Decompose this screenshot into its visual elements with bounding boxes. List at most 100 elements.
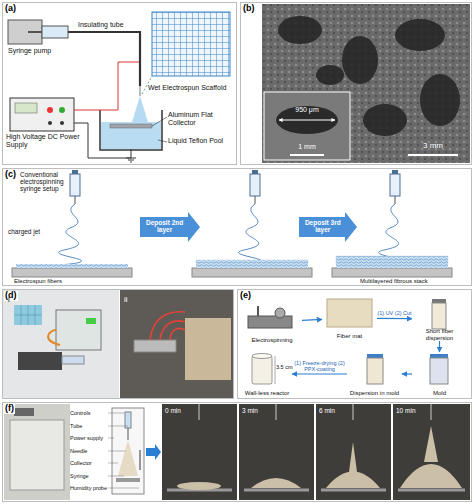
illustration-part — [56, 310, 101, 350]
label-text: Wet Electrospun Scaffold — [148, 84, 234, 92]
edge-label: (1) UV (2) Cut — [377, 310, 412, 316]
illustration-part — [28, 31, 42, 33]
illustration-part — [18, 352, 62, 370]
label-text: Syringe — [70, 473, 110, 479]
illustration-part — [395, 19, 445, 51]
panel-letter: (e) — [239, 291, 252, 301]
label-text: Electrospun fibers — [14, 278, 104, 285]
figure-panel: (c)Deposit 2nd layerDeposit 3rd layer — [2, 168, 472, 286]
illustration-part — [108, 413, 139, 488]
illustration-part — [264, 92, 350, 160]
label-text: 0 min — [165, 407, 199, 414]
panel-f-art — [4, 404, 470, 500]
illustration-part — [196, 264, 308, 268]
illustration-part — [120, 290, 233, 398]
block-arrow: Deposit 2nd layer — [140, 212, 200, 242]
illustration-part — [126, 158, 136, 162]
illustration-part — [379, 170, 402, 265]
panel-letter: (d) — [4, 291, 18, 301]
illustration-part — [3, 290, 119, 398]
illustration-part — [400, 426, 462, 488]
label-text: 3 min — [242, 407, 276, 414]
label-text: 950 μm — [282, 106, 332, 114]
panel-letter: (b) — [242, 4, 256, 14]
label-text: Insulating tube — [78, 21, 138, 29]
illustration-part — [430, 354, 448, 358]
step-caption: Wall-less reactor — [242, 390, 292, 396]
step-caption: Dispersion in mold — [347, 390, 402, 396]
illustration-part — [257, 306, 259, 316]
illustration-part — [62, 356, 84, 364]
illustration-part — [152, 117, 167, 142]
illustration-part — [128, 428, 129, 440]
illustration-part — [14, 305, 42, 325]
label-text: Needle — [70, 448, 110, 454]
figure-panel: (e) Electrospinning Fiber mat Short fiber d… — [237, 289, 472, 399]
illustration-part — [110, 124, 152, 128]
illustration-part — [276, 106, 338, 134]
illustration-part — [252, 356, 272, 384]
label-text: Multilayered fibrous stack — [360, 278, 460, 285]
illustration-part — [336, 260, 448, 264]
illustration-part — [290, 154, 324, 156]
illustration-part — [432, 299, 446, 303]
illustration-part — [430, 358, 448, 384]
illustration-part — [367, 358, 383, 384]
label-text: Power supply — [70, 435, 110, 441]
illustration-part — [86, 318, 96, 324]
illustration-part — [192, 268, 312, 277]
illustration-part — [48, 121, 52, 125]
arrow-body — [140, 212, 200, 242]
illustration-part — [275, 308, 285, 318]
illustration-part — [248, 316, 292, 328]
illustration-part — [60, 121, 64, 125]
label-text: Controls — [70, 410, 110, 416]
process-step: Electrospinning — [242, 301, 302, 343]
step-caption: Mold — [412, 390, 467, 396]
illustration-part — [100, 110, 162, 150]
illustration-part — [15, 103, 37, 113]
illustration-part — [150, 312, 185, 340]
illustration-part — [336, 264, 448, 268]
label-text: charged jet — [8, 228, 58, 235]
illustration-part — [47, 107, 53, 113]
illustration-part — [12, 268, 132, 277]
panel-d-art — [3, 290, 233, 398]
illustration-part — [262, 4, 470, 163]
edge-label: (1) Freeze-drying (2) PPX-coating — [292, 360, 347, 372]
flow-arrow — [292, 373, 347, 374]
illustration-part — [59, 107, 65, 113]
label-text: Liquid Teflon Pool — [168, 137, 234, 145]
step-caption: Electrospinning — [242, 337, 302, 343]
illustration-part — [432, 303, 446, 329]
illustration-part — [10, 98, 74, 131]
label-text: Aluminum Flat Collector — [168, 111, 234, 126]
illustration-part — [367, 354, 383, 358]
illustration-part — [101, 122, 161, 149]
illustration-part — [279, 120, 335, 121]
illustration-part — [326, 442, 380, 488]
illustration-part — [152, 12, 230, 76]
panel-letter: (f) — [4, 404, 15, 414]
illustration-part — [177, 482, 221, 490]
illustration-part — [125, 412, 131, 428]
arrow-body — [299, 212, 357, 242]
illustration-part — [363, 104, 407, 136]
illustration-part — [408, 154, 458, 156]
illustration-part — [336, 256, 448, 260]
process-step: Fiber mat — [322, 297, 377, 339]
illustration-part — [116, 478, 140, 482]
label-text: i — [8, 296, 20, 305]
illustration-part — [239, 170, 262, 265]
illustration-part — [196, 260, 308, 264]
illustration-part — [420, 74, 460, 126]
process-step: Short fiber dispersion — [412, 297, 467, 341]
process-step: Mold — [412, 352, 467, 396]
label-text: 10 min — [396, 407, 430, 414]
panel-b-art — [262, 4, 470, 163]
illustration-part — [275, 356, 276, 384]
flow-arrow — [439, 341, 440, 352]
process-step: Dispersion in mold — [347, 352, 402, 396]
block-arrow: Deposit 3rd layer — [299, 212, 357, 242]
illustration-part — [74, 62, 139, 110]
